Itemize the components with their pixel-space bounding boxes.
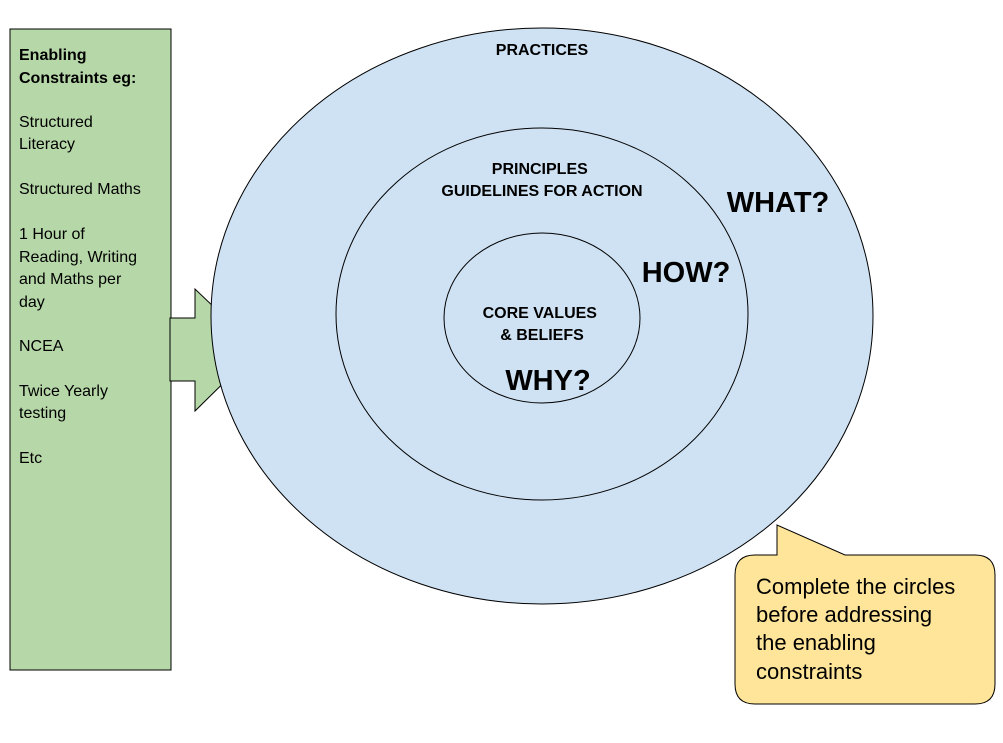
inner-circle <box>443 232 641 404</box>
principles-label: PRINCIPLES GUIDELINES FOR ACTION <box>441 161 642 200</box>
constraint-item-structured-maths: Structured Maths <box>19 181 141 198</box>
constraint-item-line: Structured <box>19 114 93 131</box>
constraint-item-line: Twice Yearly <box>19 383 108 400</box>
constraints-panel <box>9 28 172 671</box>
callout-text-line: Complete the circles <box>756 574 955 599</box>
constraint-item-etc: Etc <box>19 450 42 467</box>
constraint-item-structured-literacy: Structured Literacy <box>19 114 97 153</box>
constraints-title: Enabling Constraints eg: <box>19 47 136 87</box>
constraints-title-line: Constraints eg: <box>19 70 136 87</box>
constraint-item-line: testing <box>19 405 66 422</box>
constraints-title-line: Enabling <box>19 47 87 64</box>
callout-text-line: constraints <box>756 659 862 684</box>
callout-bubble <box>734 524 996 705</box>
how-question: HOW? <box>642 257 731 289</box>
constraint-item-line: day <box>19 294 45 311</box>
practices-label: PRACTICES <box>496 42 589 59</box>
why-question: WHY? <box>505 365 590 397</box>
constraint-item-one-hour: 1 Hour of Reading, Writing and Maths per… <box>19 226 141 311</box>
constraint-item-line: NCEA <box>19 338 64 355</box>
constraint-item-line: and Maths per <box>19 271 122 288</box>
callout-text-line: the enabling <box>756 630 876 655</box>
constraint-item-ncea: NCEA <box>19 338 64 355</box>
callout-text-line: before addressing <box>756 602 932 627</box>
principles-label-line: GUIDELINES FOR ACTION <box>441 183 642 200</box>
core-values-label: CORE VALUES & BELIEFS <box>483 305 602 344</box>
principles-label-line: PRINCIPLES <box>492 161 588 178</box>
core-values-label-line: & BELIEFS <box>500 327 584 344</box>
constraint-item-line: Etc <box>19 450 42 467</box>
what-question: WHAT? <box>727 187 830 219</box>
callout-text: Complete the circles before addressing t… <box>756 574 961 684</box>
constraint-item-line: Reading, Writing <box>19 249 137 266</box>
constraint-item-line: Structured Maths <box>19 181 141 198</box>
core-values-label-line: CORE VALUES <box>483 305 598 322</box>
constraint-item-testing: Twice Yearly testing <box>19 383 112 422</box>
constraint-item-line: Literacy <box>19 136 75 153</box>
constraint-item-line: 1 Hour of <box>19 226 85 243</box>
